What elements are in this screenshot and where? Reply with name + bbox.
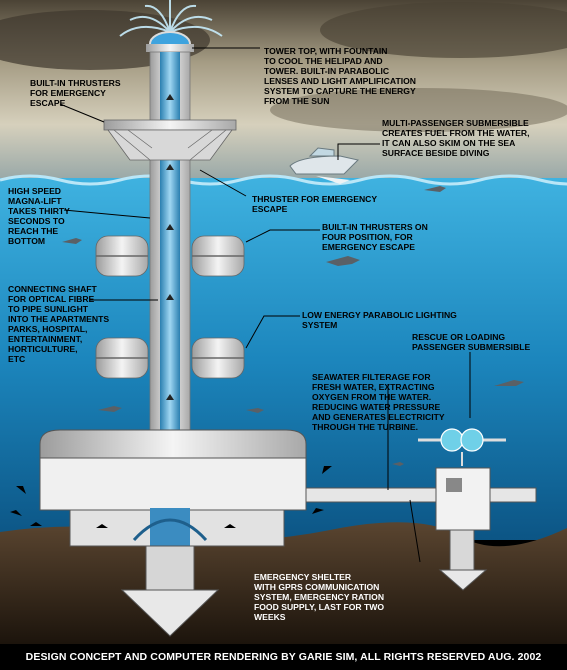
- water-inflow-arrows: [10, 466, 332, 528]
- sea-surface: [0, 174, 567, 186]
- helipad-underside: [107, 129, 233, 161]
- label-tower-top: TOWER TOP, WITH FOUNTAIN TO COOL THE HEL…: [264, 46, 416, 106]
- base-hall: [39, 457, 307, 511]
- label-thrusters-top: BUILT-IN THRUSTERS FOR EMERGENCY ESCAPE: [30, 78, 121, 108]
- rescue-submersible: [418, 428, 506, 466]
- cloud: [270, 88, 567, 132]
- helipad-platform: [103, 119, 237, 131]
- seabed-anchor: [120, 589, 220, 637]
- label-optical-shaft: CONNECTING SHAFT FOR OPTICAL FIBRE TO PI…: [8, 284, 110, 364]
- cloud: [320, 2, 567, 58]
- connecting-tunnel: [305, 487, 537, 503]
- helipad-struts: [113, 129, 227, 161]
- label-shelter: EMERGENCY SHELTER WITH GPRS COMMUNICATIO…: [254, 572, 385, 622]
- apartment-ring-upper: [95, 235, 245, 277]
- diagram-artwork: [0, 0, 567, 644]
- credit-footer: DESIGN CONCEPT AND COMPUTER RENDERING BY…: [0, 644, 567, 670]
- shelter-pod: [435, 467, 491, 531]
- tower-top-cap: [146, 44, 194, 52]
- seabed: [0, 522, 567, 644]
- turbine-chamber: [150, 508, 190, 546]
- label-seawater: SEAWATER FILTERAGE FOR FRESH WATER, EXTR…: [312, 372, 445, 432]
- turbine-inlet: [132, 518, 208, 542]
- shelter-anchor: [438, 569, 488, 591]
- lift-shaft: [160, 52, 180, 532]
- apartment-ring-lower: [95, 337, 245, 379]
- multi-passenger-submersible: [289, 147, 359, 184]
- shelter-hatch: [446, 478, 462, 492]
- label-thruster-mid: THRUSTER FOR EMERGENCY ESCAPE: [252, 194, 378, 214]
- label-magna-lift: HIGH SPEED MAGNA-LIFT TAKES THIRTY SECON…: [8, 186, 70, 246]
- leader-lines: [59, 47, 471, 563]
- label-rescue-sub: RESCUE OR LOADING PASSENGER SUBMERSIBLE: [412, 332, 531, 352]
- base-dome: [39, 429, 307, 459]
- fountain-spray: [119, 0, 223, 37]
- shelter-leg: [449, 529, 475, 571]
- label-thrusters-four: BUILT-IN THRUSTERS ON FOUR POSITION, FOR…: [322, 222, 428, 252]
- label-parabolic-light: LOW ENERGY PARABOLIC LIGHTING SYSTEM: [302, 310, 457, 330]
- seabed-pillar: [145, 545, 195, 591]
- label-submersible: MULTI-PASSENGER SUBMERSIBLE CREATES FUEL…: [382, 118, 530, 158]
- sea-life: [62, 186, 524, 466]
